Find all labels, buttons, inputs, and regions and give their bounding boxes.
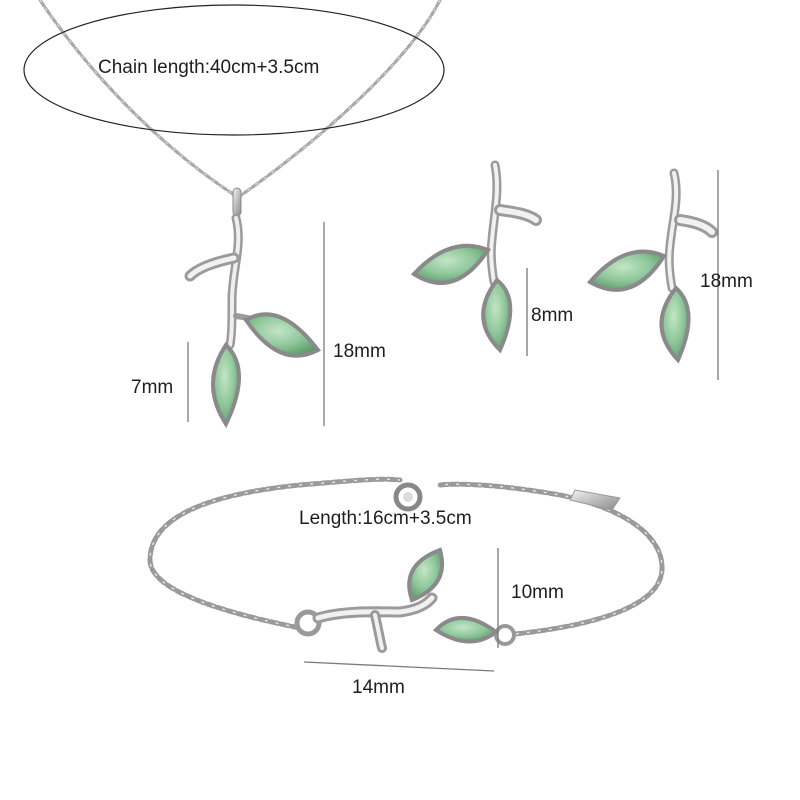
bracelet-leaf-label: 10mm bbox=[511, 582, 564, 603]
pendant-leaf-label: 7mm bbox=[131, 377, 174, 398]
pendant-height-label: 18mm bbox=[333, 341, 386, 362]
chain-length-ellipse bbox=[23, 4, 445, 136]
bracelet-length-label: Length:16cm+3.5cm bbox=[299, 508, 472, 529]
earring-height-label: 18mm bbox=[700, 271, 753, 292]
chain-length-label: Chain length:40cm+3.5cm bbox=[98, 57, 320, 78]
necklace-pendant bbox=[184, 187, 322, 429]
necklace-chain bbox=[38, 0, 442, 198]
bracelet-sprig bbox=[294, 547, 516, 653]
bracelet-width-label: 14mm bbox=[352, 677, 405, 698]
earring-left bbox=[410, 160, 542, 354]
earring-leaf-label: 8mm bbox=[531, 305, 574, 326]
dimension-lines bbox=[187, 170, 719, 672]
earring-right bbox=[586, 168, 718, 364]
